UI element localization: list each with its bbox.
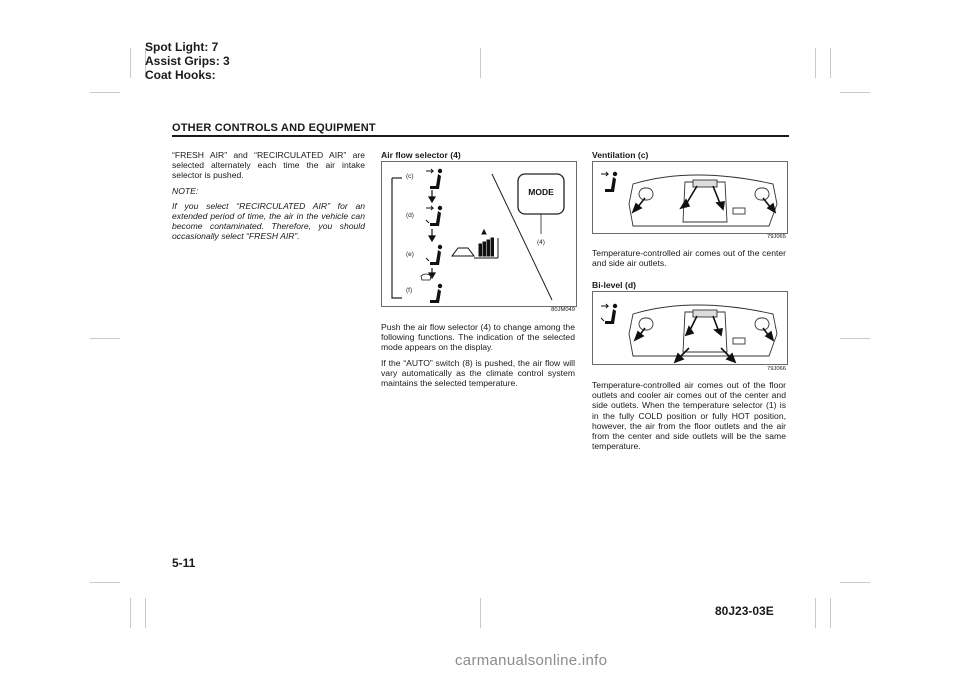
crop-mark — [90, 582, 120, 583]
bilevel-diagram — [600, 303, 778, 364]
divider-line — [491, 173, 553, 301]
dashboard-illustration — [628, 304, 778, 357]
air-flow-paragraph-1: Push the air flow selector (4) to change… — [381, 322, 575, 353]
bilevel-text-block: Temperature-controlled air comes out of … — [592, 380, 786, 456]
defrost-mode-icon — [420, 273, 443, 303]
crop-mark — [130, 48, 131, 78]
left-column: “FRESH AIR” and “RECIRCULATED AIR” are s… — [172, 150, 365, 247]
bilevel-mode-icon — [425, 205, 443, 226]
page-number: 5-11 — [172, 556, 196, 570]
section-title: OTHER CONTROLS AND EQUIPMENT — [172, 122, 376, 134]
middle-column-text: Push the air flow selector (4) to change… — [381, 322, 575, 393]
crop-mark — [90, 92, 120, 93]
crop-mark — [830, 48, 831, 78]
ventilation-diagram — [601, 171, 778, 227]
arrow-down-icon — [427, 190, 437, 280]
figure-code: 79J066 — [766, 366, 786, 372]
dashboard-illustration — [628, 174, 778, 227]
mode-button-label: MODE — [528, 187, 554, 197]
callout-4: (4) — [537, 239, 545, 246]
ventilation-figure — [592, 161, 788, 234]
watermark: carmanualsonline.info — [455, 652, 608, 669]
intro-paragraph: “FRESH AIR” and “RECIRCULATED AIR” are s… — [172, 150, 365, 181]
air-flow-paragraph-2: If the “AUTO” switch (8) is pushed, the … — [381, 357, 575, 389]
title-rule — [172, 135, 789, 137]
crop-mark — [840, 92, 870, 93]
mode-label-c: (c) — [406, 173, 414, 180]
car-fan-icon — [451, 228, 499, 259]
vent-mode-icon — [426, 168, 443, 189]
crop-mark — [840, 582, 870, 583]
crop-mark — [90, 338, 120, 339]
vent-mode-icon — [601, 171, 618, 192]
bilevel-heading: Bi-level (d) — [592, 280, 636, 290]
bilevel-text: Temperature-controlled air comes out of … — [592, 380, 786, 452]
crop-mark — [145, 598, 146, 628]
header-notes: Spot Light: 7 Assist Grips: 3 Coat Hooks… — [145, 40, 230, 82]
air-flow-figure: (c) (d) (e) (f) — [381, 161, 577, 307]
header-note: Coat Hooks: — [145, 68, 216, 82]
crop-mark — [815, 598, 816, 628]
figure-code: 79J065 — [766, 234, 786, 240]
crop-mark — [830, 598, 831, 628]
mode-label-f: (f) — [406, 287, 412, 294]
header-note: Assist Grips: 3 — [145, 54, 230, 68]
figure-code: 80JM049 — [551, 307, 575, 313]
note-text: If you select “RECIRCULATED AIR” for an … — [172, 200, 365, 242]
crop-mark — [480, 598, 481, 628]
airflow-arrow-icon — [633, 315, 775, 364]
ventilation-text: Temperature-controlled air comes out of … — [592, 248, 786, 269]
header-note: Spot Light: 7 — [145, 40, 219, 54]
bilevel-mode-icon — [600, 303, 618, 324]
floor-mode-icon — [425, 244, 443, 265]
crop-mark — [815, 48, 816, 78]
air-flow-heading: Air flow selector (4) — [381, 150, 461, 160]
crop-mark — [480, 48, 481, 78]
crop-mark — [130, 598, 131, 628]
document-code: 80J23-03E — [715, 604, 774, 618]
airflow-arrow-icon — [631, 185, 777, 214]
mode-label-e: (e) — [406, 251, 414, 258]
note-label: NOTE: — [172, 185, 199, 196]
mode-label-d: (d) — [406, 212, 414, 219]
crop-mark — [840, 338, 870, 339]
crop-mark — [145, 48, 146, 78]
bilevel-figure — [592, 291, 788, 365]
air-flow-diagram: (c) (d) (e) (f) — [391, 168, 565, 303]
ventilation-text-block: Temperature-controlled air comes out of … — [592, 248, 786, 273]
ventilation-heading: Ventilation (c) — [592, 150, 649, 160]
